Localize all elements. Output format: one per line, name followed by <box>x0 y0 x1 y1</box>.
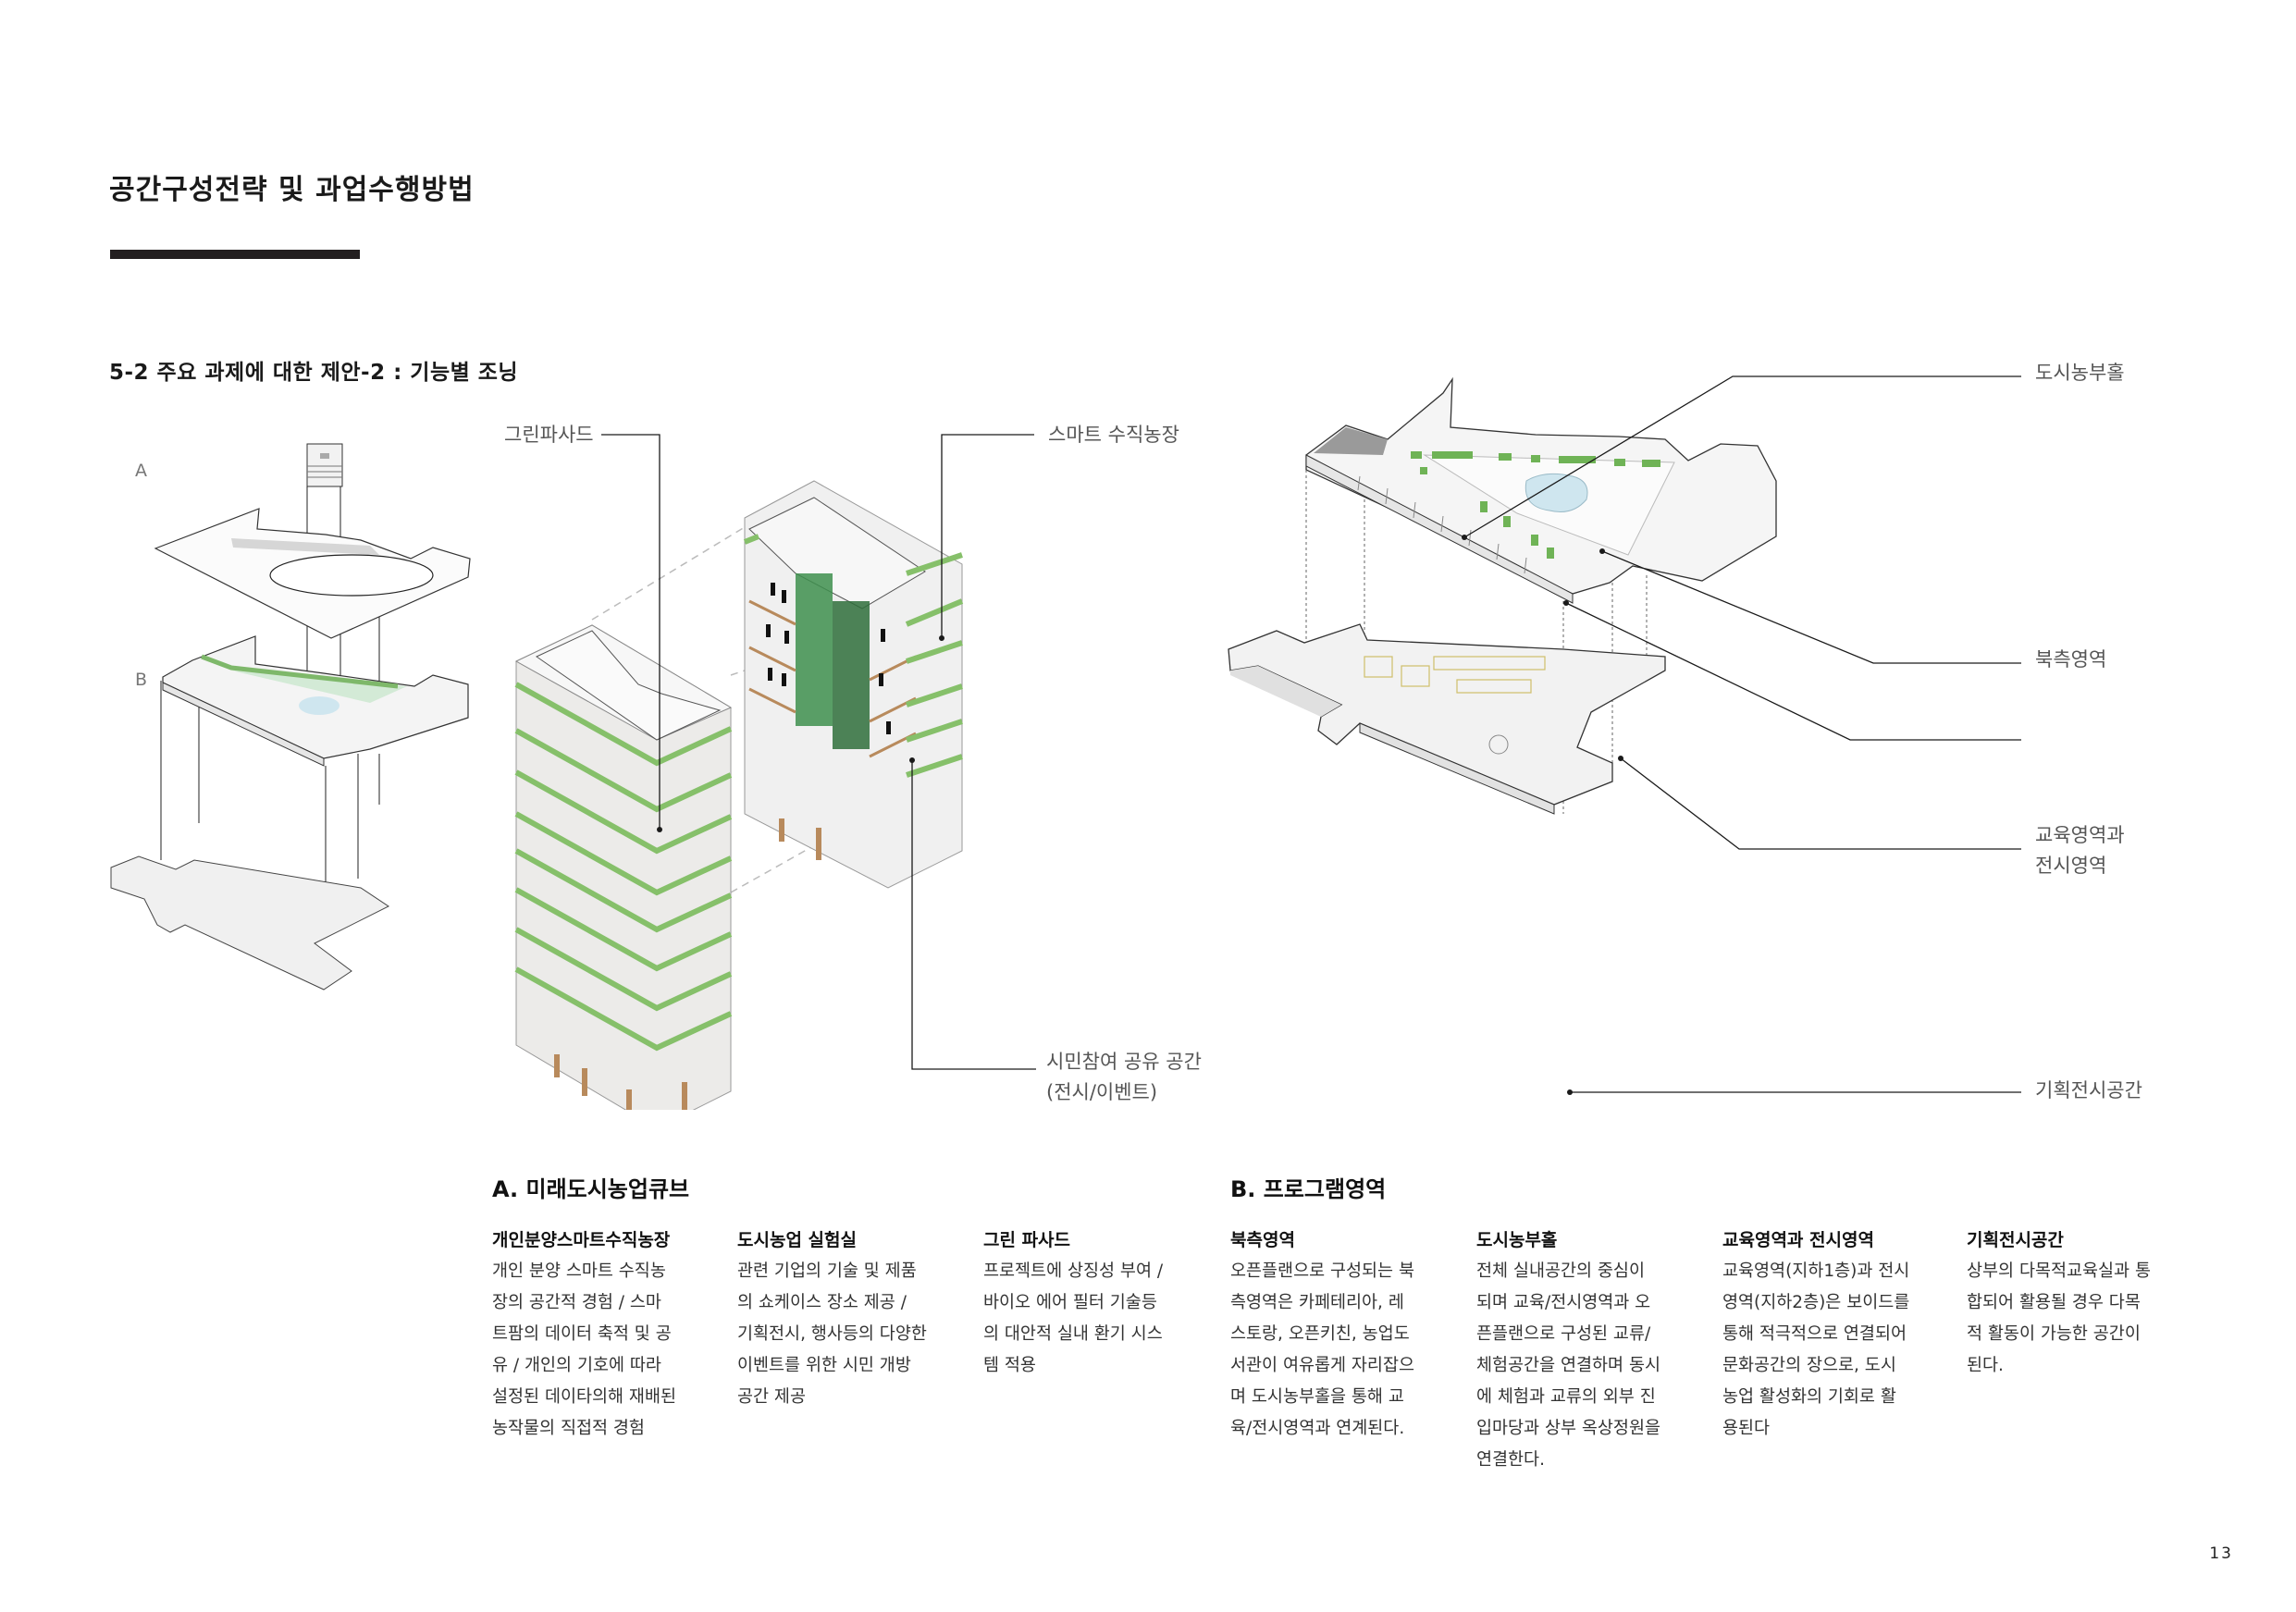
column-body-line: 통해 적극적으로 연결되어 <box>1722 1324 1907 1344</box>
diagram-label-a: A <box>135 461 147 481</box>
column-title: 교육영역과 전시영역 <box>1722 1230 1874 1250</box>
callout-education-line2: 전시영역 <box>2035 855 2107 877</box>
column-body-line: 교육영역(지하1층)과 전시 <box>1722 1261 1910 1281</box>
column-body-line: 템 적용 <box>983 1356 1036 1375</box>
callout-citizen-shared-space-line2: (전시/이벤트) <box>1046 1081 1158 1103</box>
column-body-line: 관련 기업의 기술 및 제품 <box>737 1261 917 1281</box>
column-body-line: 연결한다. <box>1476 1450 1545 1470</box>
section-subtitle: 5-2 주요 과제에 대한 제안-2 : 기능별 조닝 <box>109 361 519 385</box>
column-body-line: 오픈플랜으로 구성되는 북 <box>1230 1261 1414 1281</box>
ground-floor-plan <box>1305 376 1777 604</box>
callout-green-facade: 그린파사드 <box>504 424 594 446</box>
column-body-line: 적 활동이 가능한 공간이 <box>1967 1324 2141 1344</box>
column-body-line: 공간 제공 <box>737 1387 806 1407</box>
callout-exhibition-space: 기획전시공간 <box>2035 1079 2142 1101</box>
urban-farming-cube-drawing <box>514 480 964 1110</box>
column-title: 도시농업 실험실 <box>737 1230 857 1250</box>
callout-education-exhibition: 교육영역과 전시영역 <box>2035 820 2125 881</box>
column-body-line: 의 쇼케이스 장소 제공 / <box>737 1293 907 1312</box>
callout-urban-farmer-hall: 도시농부홀 <box>2035 362 2125 384</box>
column-body-line: 육/전시영역과 연계된다. <box>1230 1419 1405 1438</box>
column-body-line: 프로젝트에 상징성 부여 / <box>983 1261 1164 1281</box>
column-title: 도시농부홀 <box>1476 1230 1558 1250</box>
column-title: 개인분양스마트수직농장 <box>492 1230 671 1250</box>
callout-citizen-shared-space-line1: 시민참여 공유 공간 <box>1046 1051 1202 1073</box>
column-body-line: 에 체험과 교류의 외부 진 <box>1476 1387 1656 1407</box>
column-body-line: 이벤트를 위한 시민 개방 <box>737 1356 911 1375</box>
exploded-site-diagram <box>110 443 471 991</box>
column-body-line: 체험공간을 연결하며 동시 <box>1476 1356 1660 1375</box>
program-area-drawing <box>1228 376 1777 815</box>
column-body-line: 되며 교육/전시영역과 오 <box>1476 1293 1651 1312</box>
callout-smart-vertical-farm: 스마트 수직농장 <box>1048 424 1179 446</box>
page-title: 공간구성전략 및 과업수행방법 <box>109 174 475 206</box>
column-body-line: 측영역은 카페테리아, 레 <box>1230 1293 1404 1312</box>
section-a-heading: A. 미래도시농업큐브 <box>492 1176 690 1202</box>
column-body-line: 영역(지하2층)은 보이드를 <box>1722 1293 1910 1312</box>
callout-citizen-shared-space: 시민참여 공유 공간 (전시/이벤트) <box>1046 1047 1202 1108</box>
column-body-line: 스토랑, 오픈키친, 농업도 <box>1230 1324 1410 1344</box>
column-title: 북측영역 <box>1230 1230 1295 1250</box>
column-body-line: 전체 실내공간의 중심이 <box>1476 1261 1645 1281</box>
column-body-line: 상부의 다목적교육실과 통 <box>1967 1261 2151 1281</box>
title-underline-bar <box>110 250 360 259</box>
diagram-label-b: B <box>135 670 148 690</box>
smart-vertical-farm-building <box>743 480 964 889</box>
column-body-line: 픈플랜으로 구성된 교류/ <box>1476 1324 1651 1344</box>
callout-north-area: 북측영역 <box>2035 648 2107 671</box>
column-body-line: 서관이 여유롭게 자리잡으 <box>1230 1356 1414 1375</box>
column-body-line: 기획전시, 행사등의 다양한 <box>737 1324 927 1344</box>
column-body-line: 된다. <box>1967 1356 2004 1375</box>
column-body-line: 농작물의 직접적 경험 <box>492 1419 645 1438</box>
column-body-line: 설정된 데이타의해 재배된 <box>492 1387 676 1407</box>
column-body-line: 합되어 활용될 경우 다목 <box>1967 1293 2141 1312</box>
green-facade-building <box>514 624 733 1110</box>
page-number: 13 <box>2209 1544 2233 1563</box>
column-body-line: 농업 활성화의 기회로 활 <box>1722 1387 1896 1407</box>
column-body-line: 용된다 <box>1722 1419 1771 1438</box>
column-body-line: 입마당과 상부 옥상정원을 <box>1476 1419 1660 1438</box>
callout-education-line1: 교육영역과 <box>2035 824 2125 846</box>
column-body-line: 유 / 개인의 기호에 따라 <box>492 1356 661 1375</box>
column-title: 그린 파사드 <box>983 1230 1071 1250</box>
column-body-line: 바이오 에어 필터 기술등 <box>983 1293 1157 1312</box>
basement-plane <box>110 855 389 991</box>
column-body-line: 트팜의 데이터 축적 및 공 <box>492 1324 672 1344</box>
column-title: 기획전시공간 <box>1967 1230 2064 1250</box>
column-body-line: 문화공간의 장으로, 도시 <box>1722 1356 1896 1375</box>
column-body-line: 장의 공간적 경험 / 스마 <box>492 1293 661 1312</box>
cube-tower-model <box>306 443 343 487</box>
section-b-heading: B. 프로그램영역 <box>1230 1176 1387 1202</box>
basement-floor-plan <box>1228 623 1666 815</box>
column-body-line: 며 도시농부홀을 통해 교 <box>1230 1387 1404 1407</box>
column-body-line: 의 대안적 실내 환기 시스 <box>983 1324 1163 1344</box>
column-body-line: 개인 분양 스마트 수직농 <box>492 1261 666 1281</box>
